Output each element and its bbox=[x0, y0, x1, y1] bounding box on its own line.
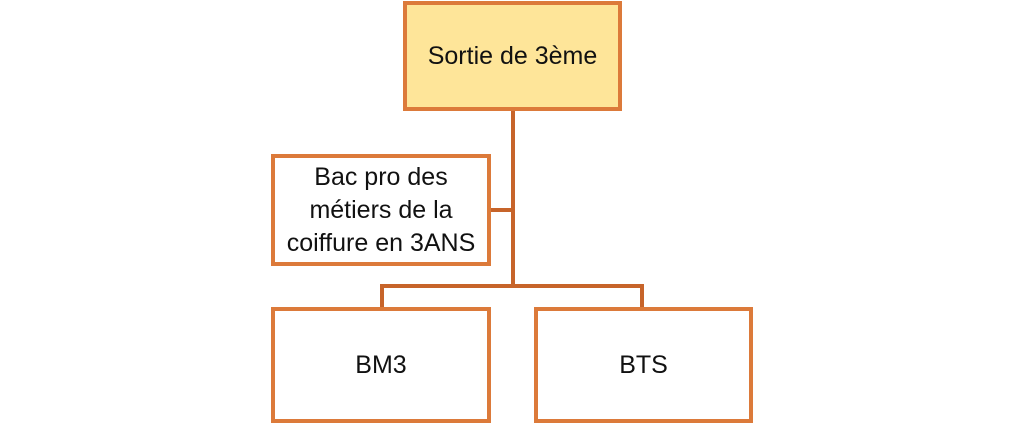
connector-bac-pro bbox=[490, 208, 513, 212]
node-bts: BTS bbox=[534, 307, 753, 423]
node-label: Bac pro des métiers de la coiffure en 3A… bbox=[286, 162, 476, 257]
connector-bm3 bbox=[380, 284, 384, 308]
node-label: BTS bbox=[619, 350, 668, 379]
node-label: Sortie de 3ème bbox=[427, 41, 598, 70]
node-label: BM3 bbox=[355, 350, 407, 379]
node-bac-pro: Bac pro des métiers de la coiffure en 3A… bbox=[271, 154, 491, 266]
node-sortie-de-3eme: Sortie de 3ème bbox=[403, 1, 622, 111]
connector-trunk bbox=[511, 110, 515, 288]
node-bm3: BM3 bbox=[271, 307, 491, 423]
connector-bts bbox=[640, 284, 644, 308]
connector-horizontal bbox=[380, 284, 644, 288]
